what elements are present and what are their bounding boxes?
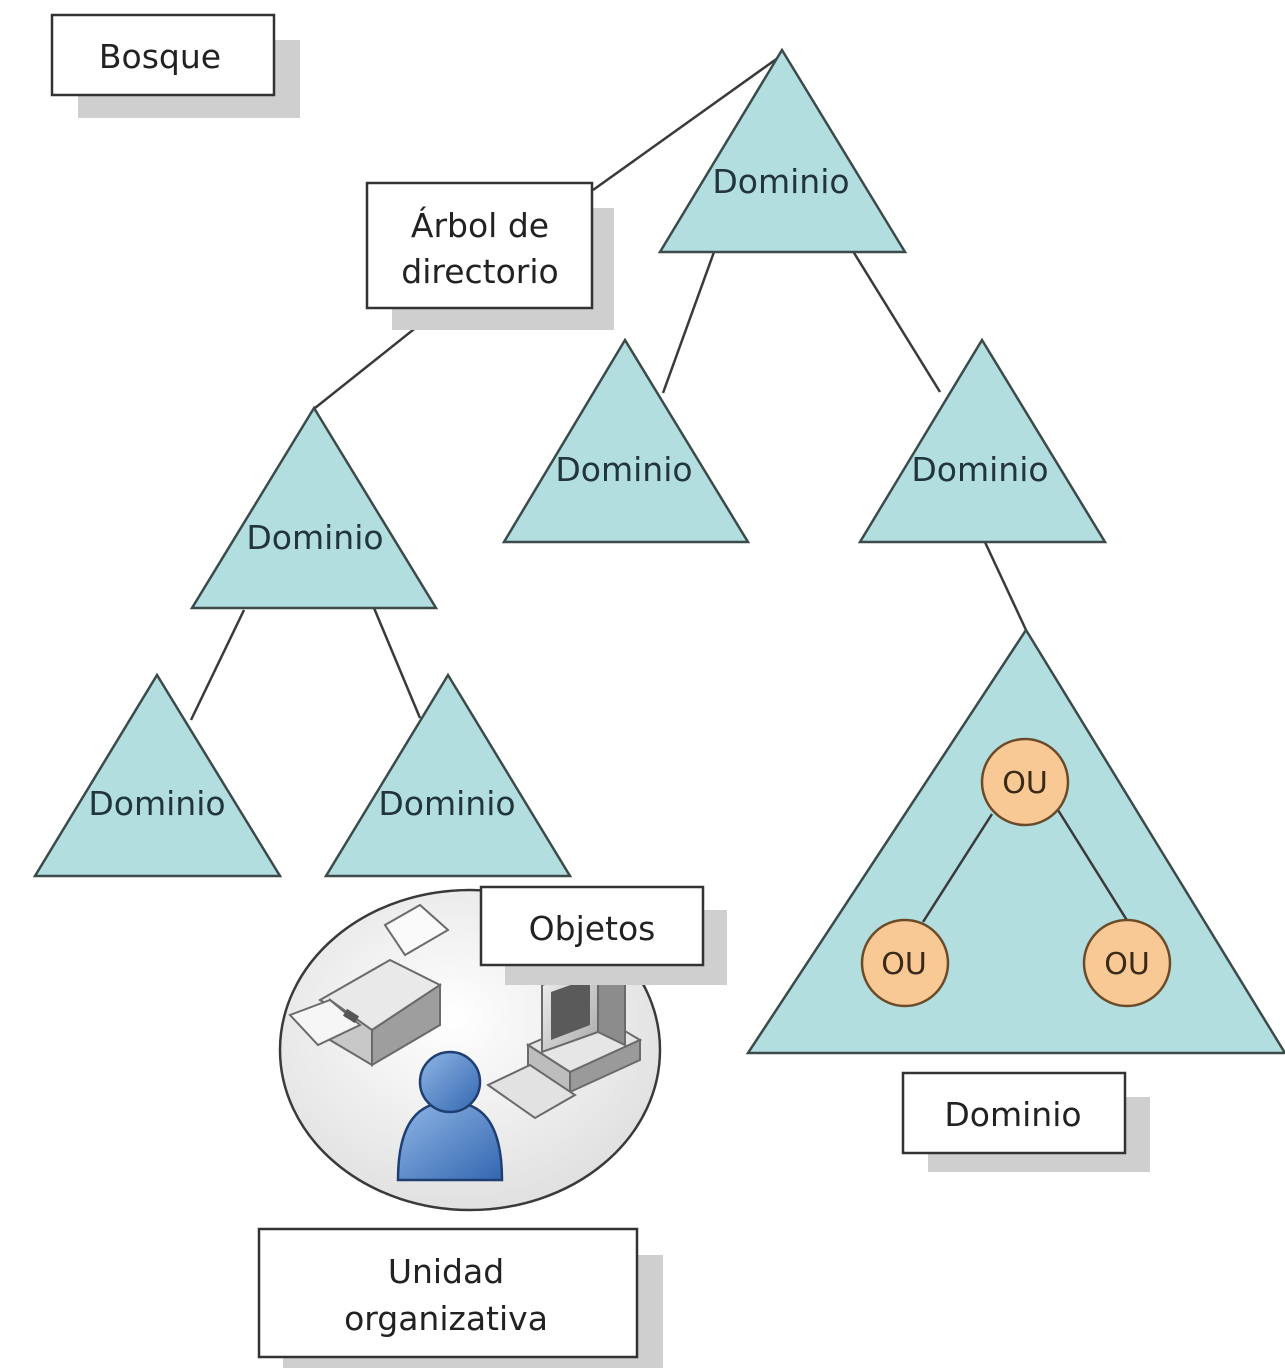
ou-caption-line2: organizativa: [344, 1299, 548, 1338]
connector-tree2-root-to-leaf-left: [189, 609, 246, 721]
domain-leaf-right-label: Dominio: [378, 784, 515, 823]
forest-label-box: Bosque: [50, 13, 300, 118]
domain-child-left-label: Dominio: [555, 450, 692, 489]
ou-caption-box: Unidad organizativa: [257, 1227, 663, 1368]
ou-node-top-label: OU: [1002, 766, 1048, 801]
connector-root-to-child-right: [849, 247, 942, 393]
domain-leaf-left-label: Dominio: [88, 784, 225, 823]
objects-label: Objetos: [529, 909, 656, 948]
domain-with-ous: OU OU OU: [745, 627, 1285, 1055]
connector-tree2-root-to-leaf-right: [372, 607, 422, 719]
computer-icon: [486, 963, 643, 1120]
ou-node-right: OU: [1082, 918, 1172, 1008]
objects-label-box: Objetos: [479, 885, 727, 985]
ou-node-left: OU: [860, 918, 950, 1008]
printer-icon: [288, 903, 450, 1067]
domain-root: Dominio: [657, 47, 908, 254]
ou-node-right-label: OU: [1104, 947, 1150, 982]
domain-tree2-root-label: Dominio: [246, 518, 383, 557]
ou-node-top: OU: [980, 737, 1070, 827]
domain-tree2-root: Dominio: [189, 405, 439, 610]
ou-link-right: [1056, 809, 1130, 923]
tree-label-line2: directorio: [401, 252, 558, 291]
ou-node-left-label: OU: [881, 947, 927, 982]
tree-label-box: Árbol de directorio: [365, 181, 614, 330]
forest-label: Bosque: [99, 37, 221, 76]
domain-root-label: Dominio: [712, 162, 849, 201]
domain-child-right: Dominio: [857, 337, 1108, 544]
ou-caption-line1: Unidad: [388, 1252, 504, 1291]
domain-leaf-right: Dominio: [323, 672, 573, 878]
domain-caption-box: Dominio: [901, 1071, 1150, 1172]
connector-root-to-child-left: [661, 251, 716, 394]
connector-tree-label-to-root: [592, 53, 783, 192]
user-icon: [396, 1050, 504, 1182]
domain-child-right-label: Dominio: [911, 450, 1048, 489]
domain-child-left: Dominio: [501, 337, 751, 544]
domain-caption: Dominio: [944, 1095, 1081, 1134]
ou-link-left: [921, 813, 994, 923]
domain-leaf-left: Dominio: [32, 672, 283, 878]
tree-label-line1: Árbol de: [411, 205, 549, 245]
connector-child-right-to-ou-domain: [982, 539, 1028, 631]
